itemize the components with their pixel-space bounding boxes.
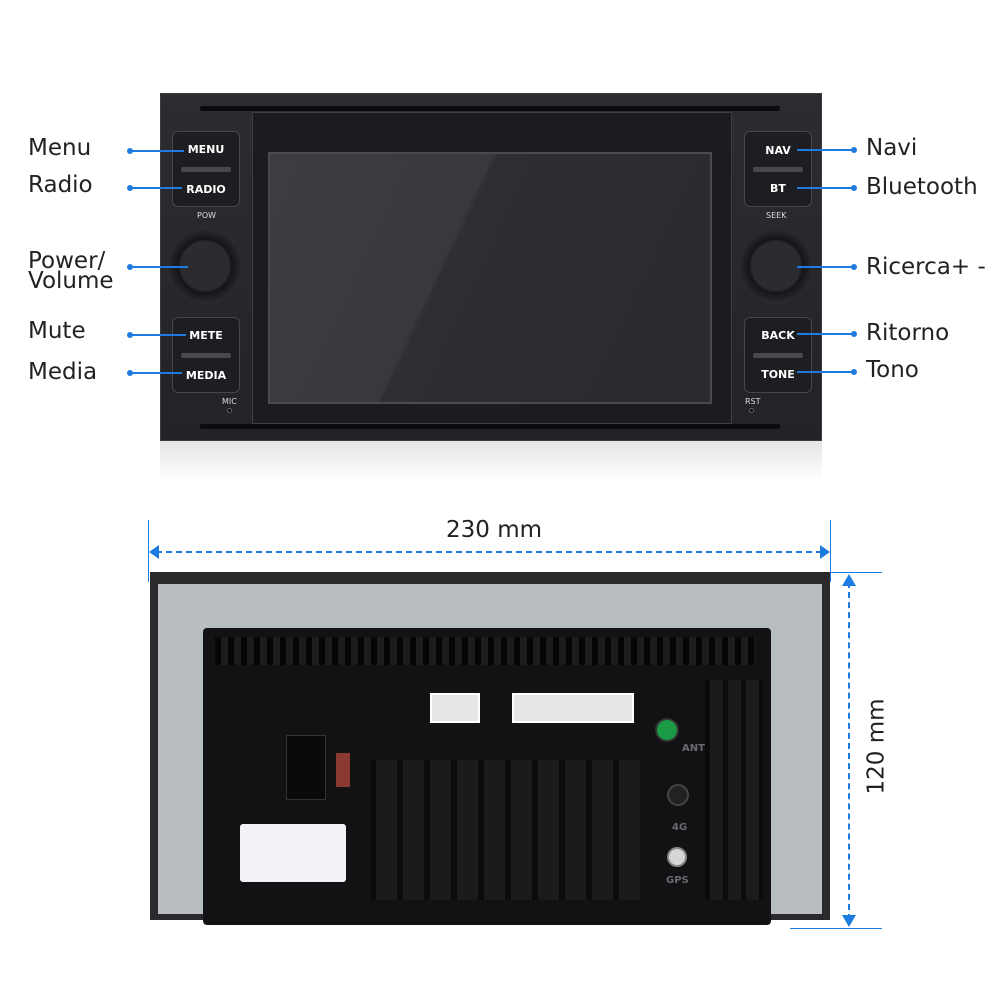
- callout-ritorno: Ritorno: [866, 320, 950, 346]
- reflection: [160, 441, 822, 481]
- height-arrow: [848, 582, 850, 920]
- width-arrow: [156, 551, 822, 553]
- menu-radio-button-group: MENU RADIO: [172, 131, 240, 207]
- button-divider: [181, 167, 231, 172]
- callout-volume: Volume: [28, 268, 114, 294]
- bt-button[interactable]: BT: [770, 182, 786, 195]
- callout-tono: Tono: [866, 357, 919, 383]
- callout-line: [797, 371, 854, 373]
- extension-line: [790, 928, 882, 929]
- callout-radio: Radio: [28, 172, 93, 198]
- callout-line: [130, 266, 188, 268]
- extension-line: [830, 520, 831, 582]
- arrowhead-right: [820, 545, 830, 559]
- pow-label: POW: [197, 211, 217, 220]
- callout-line: [130, 334, 186, 336]
- callout-media: Media: [28, 359, 98, 385]
- callout-line: [797, 187, 854, 189]
- callout-line: [130, 187, 182, 189]
- mic-label: MIC: [222, 397, 237, 406]
- nav-bt-button-group: NAV BT: [744, 131, 812, 207]
- callout-menu: Menu: [28, 135, 92, 161]
- callout-power: Power/: [28, 248, 106, 274]
- extension-line: [148, 520, 149, 582]
- arrowhead-left: [149, 545, 159, 559]
- tone-button[interactable]: TONE: [761, 368, 795, 381]
- height-dimension: 120 mm: [863, 698, 890, 795]
- mute-media-button-group: METE MEDIA: [172, 317, 240, 393]
- callout-bluetooth: Bluetooth: [866, 174, 978, 200]
- callout-line: [797, 266, 854, 268]
- callout-ricerca: Ricerca+ -: [866, 254, 986, 280]
- 4g-port: [667, 784, 689, 806]
- seek-label: SEEK: [766, 211, 787, 220]
- callout-dot: [851, 331, 857, 337]
- antenna-port-label: ANT: [682, 743, 705, 754]
- radio-button[interactable]: RADIO: [186, 183, 226, 196]
- width-dimension: 230 mm: [446, 517, 543, 543]
- extension-line: [826, 572, 882, 573]
- button-divider: [753, 353, 803, 358]
- menu-button[interactable]: MENU: [187, 143, 225, 156]
- callout-dot: [851, 369, 857, 375]
- 4g-port-label: 4G: [672, 822, 688, 833]
- connector-2: [512, 693, 634, 723]
- button-divider: [181, 353, 231, 358]
- sticker-label: [240, 824, 346, 882]
- fuse: [336, 753, 350, 787]
- callout-line: [797, 149, 854, 151]
- rear-ribs-right: [705, 680, 763, 900]
- back-button[interactable]: BACK: [761, 329, 795, 342]
- callout-line: [130, 372, 182, 374]
- media-button[interactable]: MEDIA: [185, 369, 227, 382]
- reset-hole[interactable]: [749, 408, 754, 413]
- callout-navi: Navi: [866, 135, 918, 161]
- callout-dot: [851, 264, 857, 270]
- callout-dot: [851, 185, 857, 191]
- rst-label: RST: [745, 397, 761, 406]
- pin-header: [286, 735, 326, 800]
- callout-mute: Mute: [28, 318, 86, 344]
- callout-line: [130, 150, 184, 152]
- touch-screen[interactable]: [268, 152, 712, 404]
- arrowhead-down: [842, 915, 856, 927]
- bottom-slot: [200, 424, 780, 429]
- arrowhead-up: [842, 574, 856, 586]
- callout-dot: [851, 147, 857, 153]
- nav-button[interactable]: NAV: [765, 144, 791, 157]
- top-slot: [200, 106, 780, 111]
- gps-port-label: GPS: [666, 875, 689, 886]
- antenna-port: [655, 718, 679, 742]
- connector-1: [430, 693, 480, 723]
- mic-hole: [227, 408, 232, 413]
- button-divider: [753, 167, 803, 172]
- heat-vents: [215, 637, 755, 665]
- rear-ribs: [370, 760, 640, 900]
- gps-port: [667, 847, 687, 867]
- callout-line: [797, 333, 854, 335]
- back-tone-button-group: BACK TONE: [744, 317, 812, 393]
- mute-button[interactable]: METE: [189, 329, 223, 342]
